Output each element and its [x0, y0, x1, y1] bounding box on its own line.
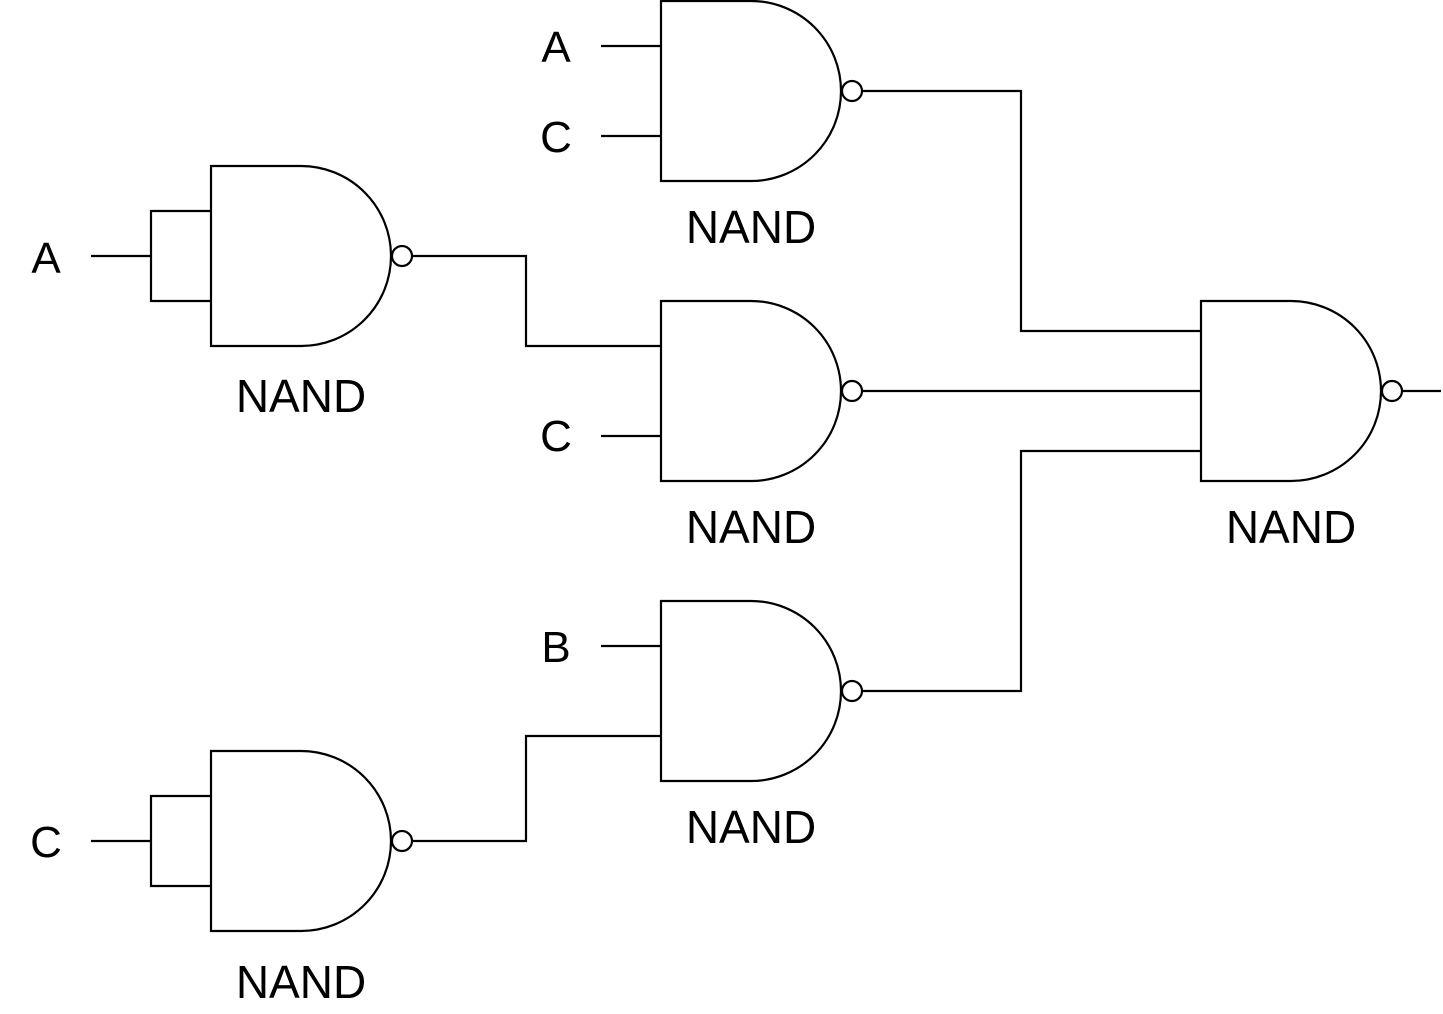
nand-gate-body	[659, 599, 843, 783]
inverter-bubble	[840, 379, 864, 403]
wire-bottom-left-c-tie	[149, 794, 211, 888]
nand-gate-middle: NAND	[601, 299, 864, 553]
wire-bottom-left-to-bottom	[412, 734, 661, 843]
nand-gate-body	[209, 164, 393, 348]
gate-label: NAND	[686, 801, 816, 853]
nand-gate-bottom: NAND	[601, 599, 864, 853]
inverter-bubble	[390, 829, 414, 853]
nand-gate-body	[209, 749, 393, 933]
inverter-bubble	[840, 79, 864, 103]
nand-gate-body	[659, 0, 843, 183]
nand-gate-output: NAND	[1199, 299, 1441, 553]
input-label-bottom-b: B	[541, 623, 570, 672]
nand-gate-bottom-left: NAND	[91, 749, 414, 1008]
gate-label: NAND	[686, 501, 816, 553]
nand-gate-body	[1199, 299, 1383, 483]
wire-left-upper-to-middle	[412, 254, 661, 348]
nand-gate-top: NAND	[601, 0, 864, 253]
wire-top-to-final	[862, 89, 1201, 333]
input-label-mid-c: C	[540, 412, 572, 461]
inverter-bubble	[1380, 379, 1404, 403]
wire-left-a-tie	[149, 209, 211, 303]
nand-gate-left-upper: NAND	[91, 164, 414, 422]
inverter-bubble	[390, 244, 414, 268]
nand-gate-body	[659, 299, 843, 483]
gate-label: NAND	[1226, 501, 1356, 553]
wire-bottom-to-final	[862, 449, 1201, 693]
gate-label: NAND	[686, 201, 816, 253]
gate-label: NAND	[236, 370, 366, 422]
input-label-top-a: A	[541, 23, 571, 72]
inverter-bubble	[840, 679, 864, 703]
input-label-top-c: C	[540, 113, 572, 162]
input-label-left-a: A	[31, 234, 61, 283]
gate-label: NAND	[236, 956, 366, 1008]
input-label-bottom-left-c: C	[30, 818, 62, 867]
